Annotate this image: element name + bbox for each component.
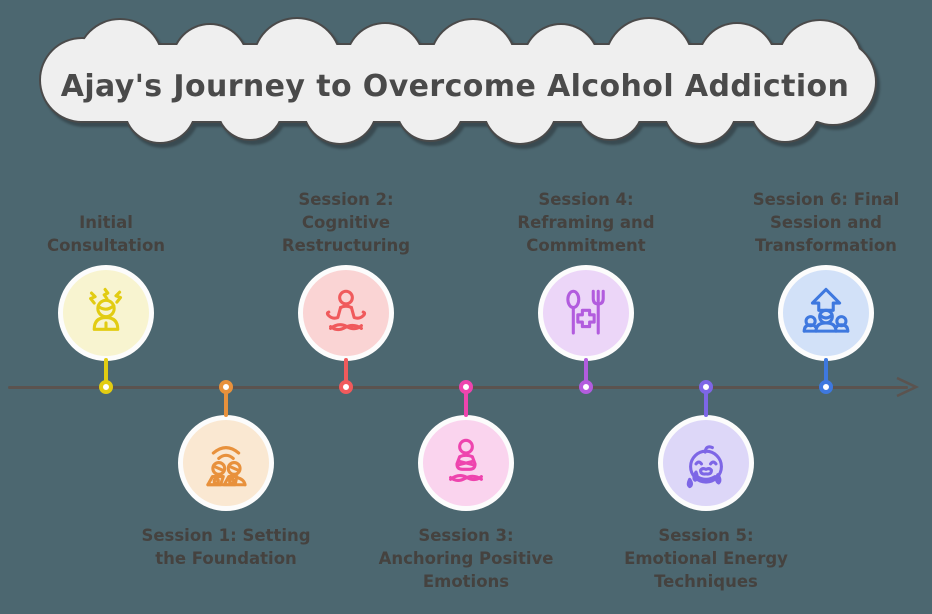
diagram-title: Ajay's Journey to Overcome Alcohol Addic… — [60, 69, 850, 104]
milestone-connector — [824, 358, 828, 382]
milestone-bubble — [658, 415, 754, 511]
timeline-node — [219, 380, 233, 394]
milestone-connector — [344, 358, 348, 382]
milestone-label: Initial Consultation — [46, 213, 166, 255]
collaboration-icon — [197, 434, 255, 492]
milestone-connector — [464, 392, 468, 417]
milestone-label: Session 2: Cognitive Restructuring — [281, 190, 411, 255]
timeline-node — [819, 380, 833, 394]
timeline-axis — [8, 386, 908, 389]
milestone-connector — [584, 358, 588, 382]
timeline-node — [99, 380, 113, 394]
milestone-label: Session 6: Final Session and Transformat… — [752, 190, 900, 255]
timeline-node — [459, 380, 473, 394]
milestone-bubble — [58, 265, 154, 361]
milestone-bubble — [418, 415, 514, 511]
milestone-label: Session 5: Emotional Energy Techniques — [624, 526, 788, 591]
milestone-label: Session 4: Reframing and Commitment — [517, 190, 655, 255]
team-growth-icon — [797, 284, 855, 342]
milestone-bubble — [298, 265, 394, 361]
milestone-bubble — [778, 265, 874, 361]
milestone-connector — [104, 358, 108, 382]
timeline-arrowhead-icon — [896, 376, 920, 398]
milestone-bubble — [538, 265, 634, 361]
milestone-connector — [224, 392, 228, 417]
meditation-icon — [317, 284, 375, 342]
title-cloud: Ajay's Journey to Overcome Alcohol Addic… — [25, 5, 885, 157]
nutrition-health-icon — [557, 284, 615, 342]
timeline-node — [699, 380, 713, 394]
stressed-person-icon — [77, 284, 135, 342]
milestone-label: Session 3: Anchoring Positive Emotions — [378, 526, 554, 591]
meditation-crossed-arms-icon — [437, 434, 495, 492]
timeline-node — [339, 380, 353, 394]
milestone-bubble — [178, 415, 274, 511]
milestone-connector — [704, 392, 708, 417]
milestone-label: Session 1: Setting the Foundation — [141, 526, 311, 568]
timeline-node — [579, 380, 593, 394]
crying-face-icon — [677, 434, 735, 492]
